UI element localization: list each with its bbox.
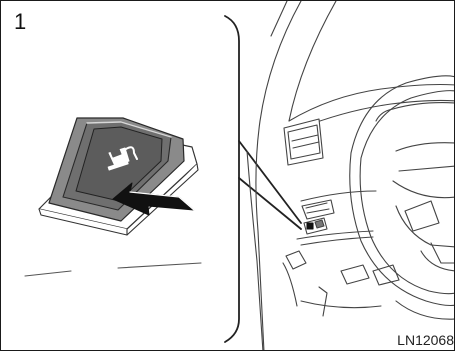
figure-code: LN12068	[395, 332, 454, 348]
callout-bracket	[225, 16, 301, 342]
switch-panel-closeup	[39, 118, 198, 235]
floor-lines	[25, 263, 201, 276]
step-number: 1	[14, 10, 26, 34]
dashboard-scene	[247, 1, 455, 351]
